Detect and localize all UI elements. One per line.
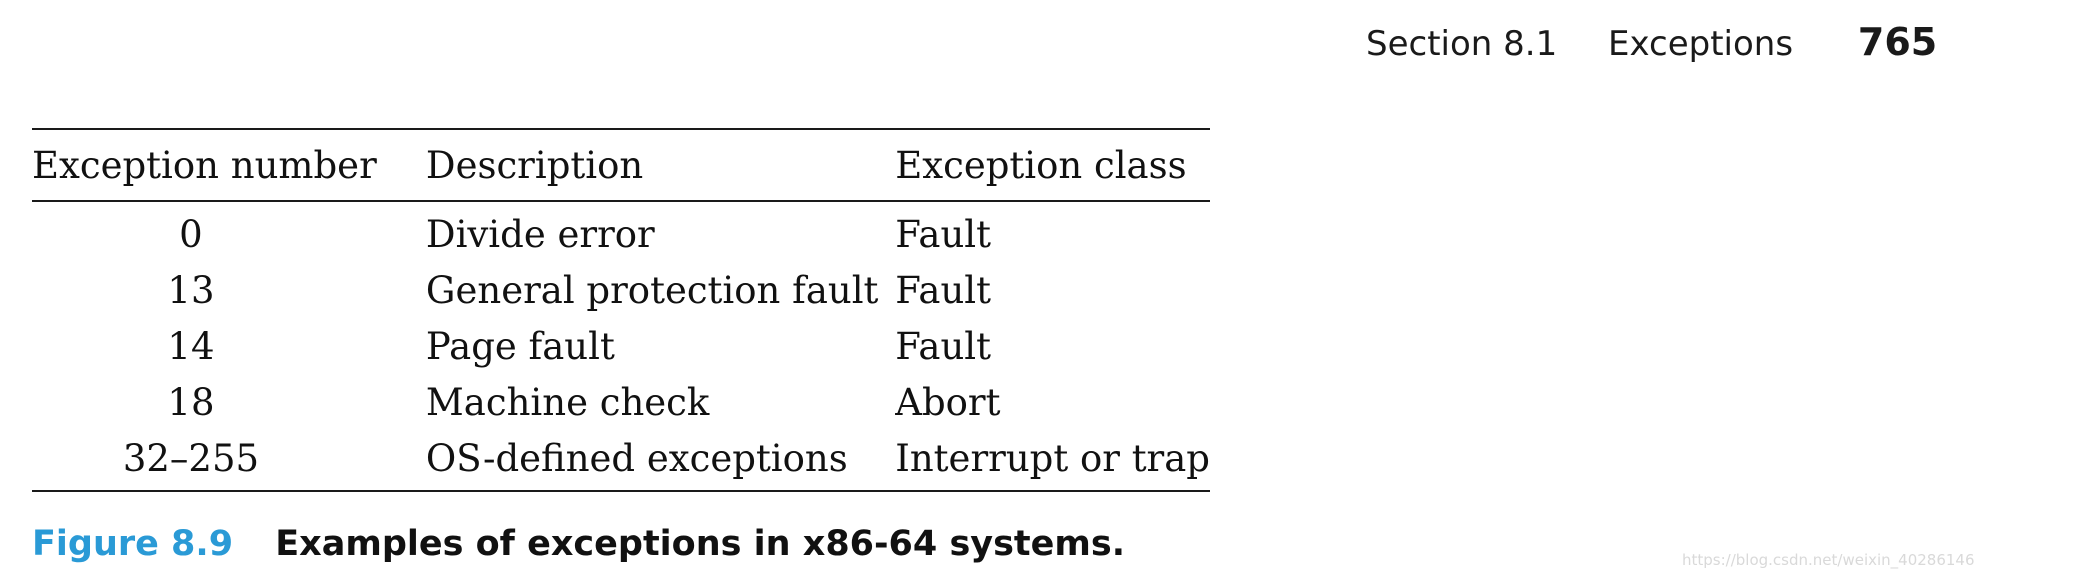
- table-row: 0 Divide error Fault: [32, 201, 1210, 262]
- figure-label: Figure 8.9: [32, 524, 234, 564]
- cell-description: General protection fault: [425, 268, 879, 312]
- cell-exception-class: Abort: [895, 380, 1001, 424]
- running-header: Section 8.1 Exceptions 765: [1366, 20, 1937, 64]
- cell-exception-number: 0: [179, 212, 203, 256]
- table-row: 13 General protection fault Fault: [32, 262, 1210, 318]
- cell-description: Page fault: [425, 324, 615, 368]
- cell-exception-class: Fault: [895, 268, 991, 312]
- table-row: 18 Machine check Abort: [32, 374, 1210, 430]
- page-number: 765: [1857, 20, 1938, 64]
- column-header-description: Description: [425, 143, 644, 187]
- cell-description: Machine check: [425, 380, 710, 424]
- cell-exception-class: Fault: [895, 212, 991, 256]
- section-title: Exceptions: [1608, 24, 1794, 64]
- cell-exception-number: 14: [167, 324, 215, 368]
- column-header-exception-class: Exception class: [895, 143, 1187, 187]
- cell-exception-class: Interrupt or trap: [895, 436, 1210, 480]
- figure-caption: Figure 8.9 Examples of exceptions in x86…: [32, 524, 1125, 564]
- cell-description: OS-defined exceptions: [425, 436, 848, 480]
- header-row: Exception number Description Exception c…: [32, 129, 1210, 201]
- cell-exception-class: Fault: [895, 324, 991, 368]
- table-row: 14 Page fault Fault: [32, 318, 1210, 374]
- watermark: https://blog.csdn.net/weixin_40286146: [1682, 551, 1975, 569]
- cell-exception-number: 18: [167, 380, 215, 424]
- cell-description: Divide error: [425, 212, 655, 256]
- table-body: 0 Divide error Fault 13 General protecti…: [32, 201, 1210, 491]
- section-label: Section 8.1: [1366, 24, 1558, 64]
- figure-caption-text: Examples of exceptions in x86-64 systems…: [275, 524, 1125, 564]
- exceptions-table: Exception number Description Exception c…: [32, 128, 1210, 492]
- cell-exception-number: 13: [167, 268, 215, 312]
- table-header: Exception number Description Exception c…: [32, 129, 1210, 201]
- cell-exception-number: 32–255: [122, 436, 260, 480]
- column-header-exception-number: Exception number: [32, 143, 377, 187]
- table-row: 32–255 OS-defined exceptions Interrupt o…: [32, 430, 1210, 491]
